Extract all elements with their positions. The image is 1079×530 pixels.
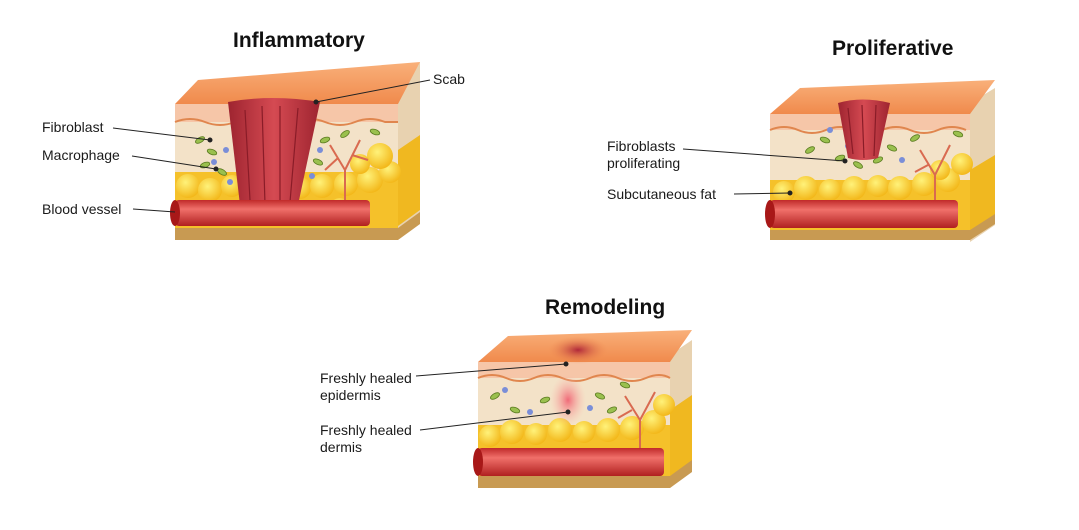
proliferative-skin-block xyxy=(765,80,995,242)
inflammatory-skin-block xyxy=(170,62,420,240)
leader-healed-epidermis xyxy=(415,363,567,377)
label-blood-vessel: Blood vessel xyxy=(42,201,122,217)
label-freshly-healed-dermis: Freshly healed dermis xyxy=(320,422,412,455)
leader-macrophage xyxy=(131,155,217,170)
remodeling-skin-block xyxy=(473,330,692,488)
leader-scab xyxy=(315,79,431,103)
leader-subcutaneous-fat xyxy=(733,192,791,195)
stage-title-inflammatory: Inflammatory xyxy=(233,29,365,52)
stage-title-remodeling: Remodeling xyxy=(545,296,666,319)
leader-lines xyxy=(112,79,848,431)
leader-fibroblasts-proliferating xyxy=(682,148,846,162)
leader-blood-vessel xyxy=(132,208,176,213)
label-subcutaneous-fat: Subcutaneous fat xyxy=(607,186,716,202)
label-macrophage: Macrophage xyxy=(42,147,120,163)
label-freshly-healed-epidermis: Freshly healed epidermis xyxy=(320,370,412,403)
stage-title-proliferative: Proliferative xyxy=(832,37,954,60)
label-scab: Scab xyxy=(433,71,465,87)
leader-healed-dermis xyxy=(419,411,569,431)
label-fibroblast: Fibroblast xyxy=(42,119,104,135)
leader-fibroblast xyxy=(112,127,211,141)
label-fibroblasts-proliferating: Fibroblasts proliferating xyxy=(607,138,681,171)
